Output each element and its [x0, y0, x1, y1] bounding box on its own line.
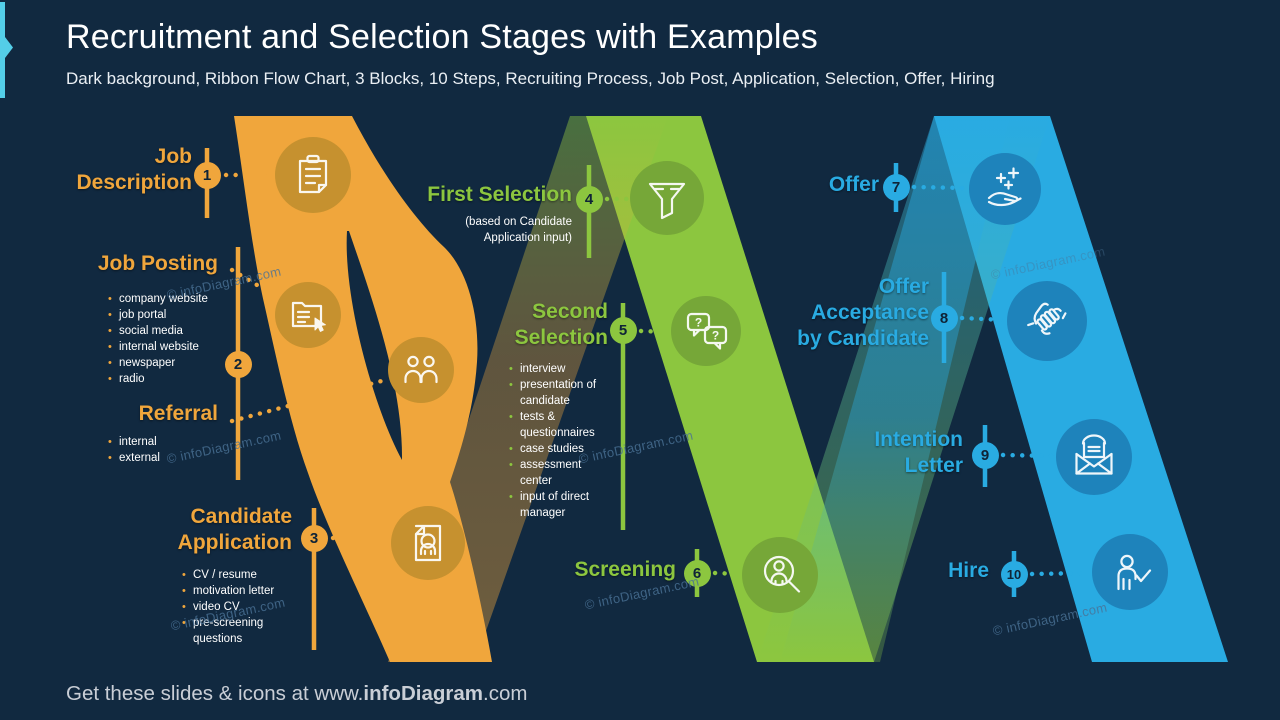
- hire-person-check-icon: [1117, 554, 1152, 591]
- step-badge-5: 5: [609, 316, 637, 344]
- list-item: internal: [108, 434, 220, 450]
- referral-bullets: internal external: [108, 434, 220, 466]
- icon-circle-4: [630, 161, 704, 235]
- list-item: job portal: [108, 307, 220, 323]
- leader-3: [330, 535, 391, 543]
- job-posting-bullets: company website job portal social media …: [108, 291, 220, 387]
- list-item: internal website: [108, 339, 220, 355]
- step-badge-7: 7: [882, 173, 910, 201]
- icon-circle-8: [1007, 281, 1087, 361]
- label-screening: Screening: [574, 558, 676, 581]
- list-item: tests & questionnaires: [509, 409, 609, 441]
- intention-letter-icon: [1075, 434, 1113, 475]
- footer-credit: Get these slides & icons at www.infoDiag…: [66, 682, 528, 705]
- chat-questions-icon: ??: [686, 312, 728, 350]
- leader-8: [959, 315, 1007, 323]
- list-item: presentation of candidate: [509, 377, 609, 409]
- step-badge-2: 2: [224, 350, 252, 378]
- leader-2a: [229, 267, 280, 300]
- job-post-click-icon: [291, 301, 326, 332]
- page-subtitle: Dark background, Ribbon Flow Chart, 3 Bl…: [66, 69, 995, 88]
- label-hire: Hire: [948, 559, 989, 582]
- label-second-selection: Second Selection: [514, 300, 608, 349]
- page-title: Recruitment and Selection Stages with Ex…: [66, 18, 818, 56]
- icon-circle-10: [1092, 534, 1168, 610]
- svg-text:?: ?: [712, 329, 719, 343]
- handshake-icon: [1027, 302, 1067, 335]
- svg-text:?: ?: [695, 316, 702, 330]
- clipboard-list-icon: [298, 154, 328, 194]
- step-badge-1: 1: [193, 161, 221, 189]
- leader-2b: [229, 376, 392, 424]
- funnel-icon: [648, 182, 686, 220]
- list-item: case studies: [509, 441, 609, 457]
- label-candidate-application: Candidate Application: [177, 505, 292, 554]
- step-badge-9: 9: [971, 441, 999, 469]
- label-referral: Referral: [138, 402, 218, 425]
- list-item: CV / resume: [182, 567, 304, 583]
- list-item: company website: [108, 291, 220, 307]
- label-intention-letter: Intention Letter: [874, 428, 963, 477]
- step-badge-6: 6: [683, 559, 711, 587]
- leader-7: [911, 184, 969, 191]
- label-first-selection: First Selection: [427, 183, 572, 206]
- list-item: external: [108, 450, 220, 466]
- label-offer: Offer: [828, 173, 879, 196]
- brand-name: infoDiagram: [363, 682, 483, 705]
- list-item: assessment center: [509, 457, 609, 489]
- step-badge-10: 10: [1000, 560, 1028, 588]
- icon-circle-2: [275, 282, 341, 348]
- cyan-edge-marker: [0, 2, 13, 98]
- icon-circle-7: [969, 153, 1041, 225]
- step-badge-8: 8: [930, 304, 958, 332]
- blue-shadow-ribbon: [780, 116, 1010, 662]
- list-item: pre-screening questions: [182, 615, 304, 647]
- candidate-application-bullets: CV / resume motivation letter video CV p…: [182, 567, 304, 647]
- offer-hand-icon: [987, 167, 1022, 207]
- list-item: radio: [108, 371, 220, 387]
- list-item: newspaper: [108, 355, 220, 371]
- icon-circle-6: [742, 537, 818, 613]
- list-item: social media: [108, 323, 220, 339]
- step-badge-4: 4: [575, 185, 603, 213]
- leader-6: [712, 570, 743, 577]
- label-offer-acceptance: Offer Acceptance by Candidate: [797, 275, 929, 350]
- screening-magnifier-icon: [763, 555, 801, 593]
- label-job-posting: Job Posting: [97, 252, 218, 275]
- second-selection-bullets: interview presentation of candidate test…: [509, 361, 609, 521]
- icon-circle-referral: [388, 337, 454, 403]
- step-badge-3: 3: [300, 524, 328, 552]
- list-item: input of direct manager: [509, 489, 609, 521]
- list-item: motivation letter: [182, 583, 304, 599]
- list-item: video CV: [182, 599, 304, 615]
- referral-people-icon: [404, 355, 438, 384]
- list-item: interview: [509, 361, 609, 377]
- leader-9: [1000, 452, 1056, 459]
- leader-10: [1029, 570, 1092, 577]
- blue-ribbon: [934, 116, 1228, 662]
- first-selection-note: (based on Candidate Application input): [465, 216, 572, 244]
- label-job-description: Job Description: [76, 145, 192, 194]
- cv-document-icon: [414, 524, 442, 562]
